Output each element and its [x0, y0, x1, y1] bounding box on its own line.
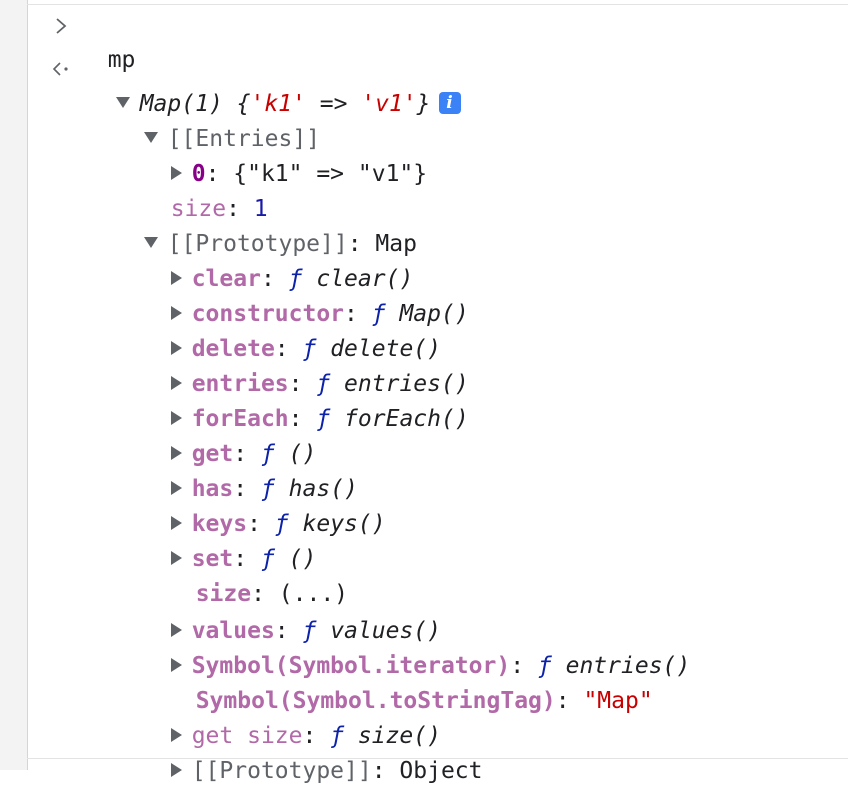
collapse-triangle-icon[interactable] — [170, 515, 182, 530]
result-map-summary[interactable]: Map(1) {'k1' => 'v1'}i — [88, 52, 461, 117]
collapse-triangle-icon[interactable] — [170, 622, 182, 637]
prop-get[interactable]: get: ƒ () — [143, 402, 316, 467]
expand-triangle-icon[interactable] — [143, 237, 158, 248]
collapse-triangle-icon[interactable] — [170, 410, 182, 425]
size-property: size: 1 — [170, 196, 268, 222]
console-gutter — [0, 0, 28, 770]
entry-item-0[interactable]: 0: {"k1" => "v1"} — [143, 122, 427, 187]
inner-prototype-node[interactable]: [[Prototype]]: Object — [143, 719, 483, 784]
prop-values[interactable]: values: ƒ values() — [143, 579, 441, 644]
collapse-triangle-icon[interactable] — [170, 550, 182, 565]
console-divider-top — [27, 4, 848, 5]
prop-symbol-iterator[interactable]: Symbol(Symbol.iterator): ƒ entries() — [143, 614, 690, 679]
console-input-text: mp — [107, 47, 136, 73]
collapse-triangle-icon[interactable] — [170, 657, 182, 672]
info-icon[interactable]: i — [438, 91, 461, 114]
prop-entries[interactable]: entries: ƒ entries() — [143, 332, 469, 397]
chevron-right-prompt-icon — [56, 18, 67, 34]
collapse-triangle-icon[interactable] — [170, 305, 182, 320]
prop-constructor[interactable]: constructor: ƒ Map() — [143, 262, 469, 327]
console-divider-bottom — [27, 758, 848, 759]
prop-symbol-tostringtag: Symbol(Symbol.toStringTag): "Map" — [195, 688, 653, 714]
prop-set[interactable]: set: ƒ () — [143, 507, 316, 572]
collapse-triangle-icon[interactable] — [170, 340, 182, 355]
prop-foreach[interactable]: forEach: ƒ forEach() — [143, 367, 469, 432]
prototype-node[interactable]: [[Prototype]]: Map — [116, 192, 417, 257]
collapse-triangle-icon[interactable] — [170, 375, 182, 390]
expand-triangle-icon[interactable] — [115, 97, 130, 108]
console-input-line[interactable]: mp — [80, 8, 136, 73]
collapse-triangle-icon[interactable] — [170, 727, 182, 742]
collapse-triangle-icon[interactable] — [170, 165, 182, 180]
prop-size-getter[interactable]: size: (...) — [195, 581, 349, 607]
collapse-triangle-icon[interactable] — [170, 480, 182, 495]
prop-get-size[interactable]: get size: ƒ size() — [143, 684, 441, 749]
collapse-triangle-icon[interactable] — [170, 270, 182, 285]
prop-delete[interactable]: delete: ƒ delete() — [143, 297, 441, 362]
prop-keys[interactable]: keys: ƒ keys() — [143, 472, 386, 537]
return-value-arrow-icon — [52, 62, 68, 76]
prop-clear[interactable]: clear: ƒ clear() — [143, 227, 413, 292]
entries-node[interactable]: [[Entries]] — [116, 87, 320, 152]
collapse-triangle-icon[interactable] — [170, 445, 182, 460]
prop-has[interactable]: has: ƒ has() — [143, 437, 358, 502]
expand-triangle-icon[interactable] — [143, 132, 158, 143]
